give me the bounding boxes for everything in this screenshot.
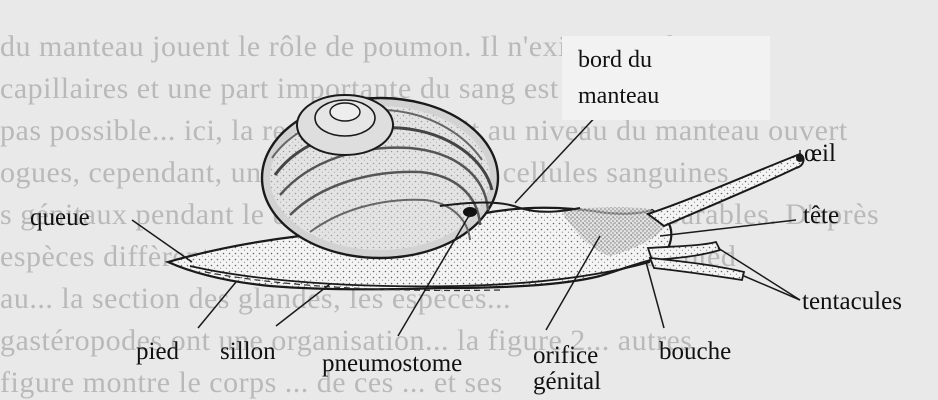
label-queue: queue: [30, 204, 90, 232]
label-genital: génital: [533, 368, 601, 396]
leader-line-queue: [132, 220, 192, 262]
leader-line-pied: [198, 282, 236, 328]
label-sillon: sillon: [220, 338, 276, 366]
label-tentacules: tentacules: [802, 288, 902, 316]
leader-line-tete: [660, 220, 796, 236]
leader-line-tentacules: [744, 276, 800, 300]
leader-line-bouche: [646, 262, 664, 328]
leader-line-sillon: [276, 284, 330, 326]
label-oeil: œil: [804, 140, 836, 168]
label-pied: pied: [136, 338, 179, 366]
label-tete: tête: [803, 202, 839, 230]
label-bord-du-manteau-line1: bord du: [578, 46, 652, 74]
pneumostome: [463, 207, 477, 217]
label-orifice: orifice: [533, 342, 598, 370]
label-pneumostome: pneumostome: [322, 350, 462, 378]
label-bouche: bouche: [659, 338, 731, 366]
upper-tentacle: [648, 154, 803, 226]
callout-bord-du-manteau: bord du manteau: [562, 36, 770, 120]
leader-line-bord-du-manteau: [515, 112, 600, 203]
lower-tentacle: [650, 258, 744, 280]
label-bord-du-manteau-line2: manteau: [578, 82, 659, 110]
